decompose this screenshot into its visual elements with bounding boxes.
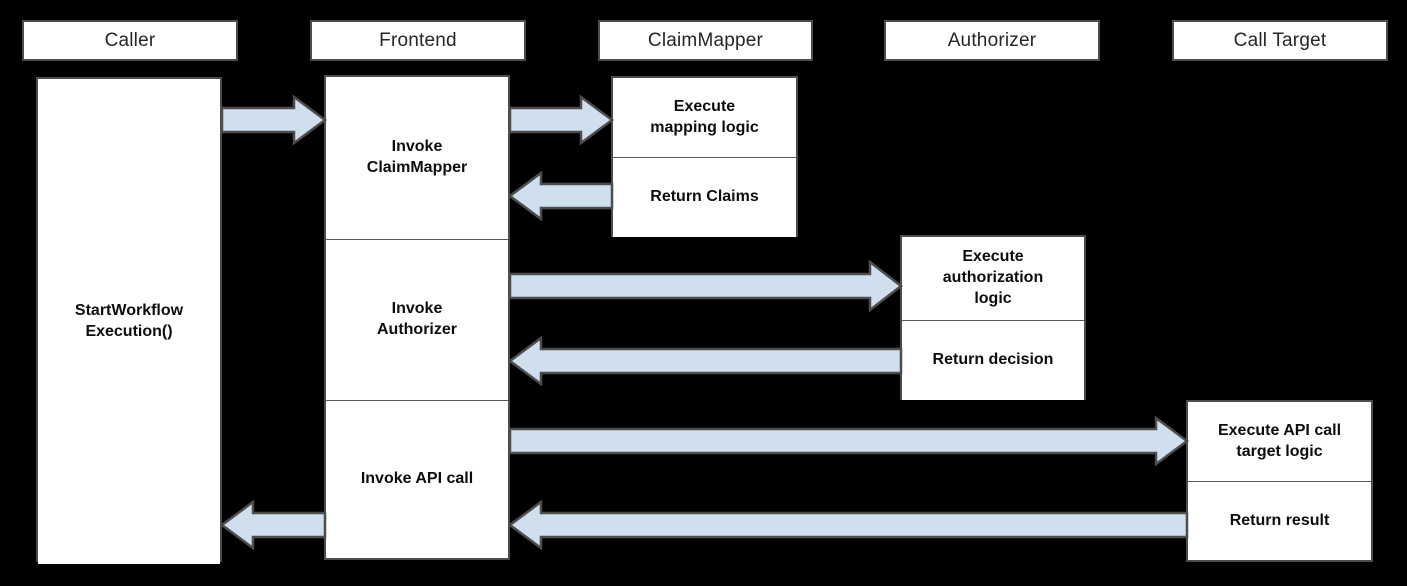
message-arrow-calltarget-to-frontend xyxy=(507,499,1189,551)
participant-header-calltarget: Call Target xyxy=(1172,20,1388,61)
activation-box-authorizer: Execute authorization logic Return decis… xyxy=(900,235,1086,400)
activation-segment-label: Execute mapping logic xyxy=(650,97,759,136)
activation-segment-label: Invoke ClaimMapper xyxy=(366,138,468,176)
activation-segment-label: Invoke Authorizer xyxy=(377,300,457,338)
message-arrow-authorizer-to-frontend xyxy=(507,335,903,387)
activation-box-calltarget: Execute API call target logic Return res… xyxy=(1186,400,1373,562)
activation-segment-authorizer-0: Execute authorization logic xyxy=(902,237,1084,320)
message-arrow-frontend-to-calltarget xyxy=(508,415,1190,467)
activation-segment-frontend-0: Invoke ClaimMapper xyxy=(326,77,508,239)
participant-label-frontend: Frontend xyxy=(379,29,457,51)
activation-segment-claimmapper-1: Return Claims xyxy=(613,157,796,237)
message-arrow-frontend-to-caller xyxy=(219,499,327,551)
message-arrow-claimmapper-to-frontend xyxy=(507,170,614,222)
activation-segment-caller-0: StartWorkflow Execution() xyxy=(38,79,220,564)
participant-header-authorizer: Authorizer xyxy=(884,20,1100,61)
participant-label-caller: Caller xyxy=(104,29,156,51)
activation-segment-label: Return decision xyxy=(932,351,1054,369)
participant-header-frontend: Frontend xyxy=(310,20,526,61)
activation-segment-label: Return result xyxy=(1229,511,1330,529)
activation-segment-claimmapper-0: Execute mapping logic xyxy=(613,78,796,157)
participant-label-claimmapper: ClaimMapper xyxy=(647,29,764,51)
activation-segment-frontend-2: Invoke API call xyxy=(326,400,508,558)
message-arrow-frontend-to-claimmapper xyxy=(508,94,615,146)
activation-segment-label: Execute API call target logic xyxy=(1217,421,1342,460)
participant-label-calltarget: Call Target xyxy=(1233,29,1327,51)
activation-box-frontend: Invoke ClaimMapper Invoke Authorizer Inv… xyxy=(324,75,510,560)
activation-segment-authorizer-1: Return decision xyxy=(902,320,1084,400)
activation-segment-label: StartWorkflow Execution() xyxy=(74,301,184,340)
participant-label-authorizer: Authorizer xyxy=(947,29,1037,51)
participant-header-claimmapper: ClaimMapper xyxy=(598,20,813,61)
activation-segment-label: Execute authorization logic xyxy=(942,248,1044,307)
activation-segment-label: Invoke API call xyxy=(360,470,474,488)
activation-segment-frontend-1: Invoke Authorizer xyxy=(326,239,508,400)
activation-segment-calltarget-1: Return result xyxy=(1188,481,1371,560)
participant-header-caller: Caller xyxy=(22,20,238,61)
activation-segment-label: Return Claims xyxy=(650,188,759,206)
activation-box-caller: StartWorkflow Execution() xyxy=(36,77,222,564)
message-arrow-frontend-to-authorizer xyxy=(508,259,904,313)
activation-box-claimmapper: Execute mapping logic Return Claims xyxy=(611,76,798,237)
activation-segment-calltarget-0: Execute API call target logic xyxy=(1188,402,1371,481)
message-arrow-caller-to-frontend xyxy=(220,94,328,146)
